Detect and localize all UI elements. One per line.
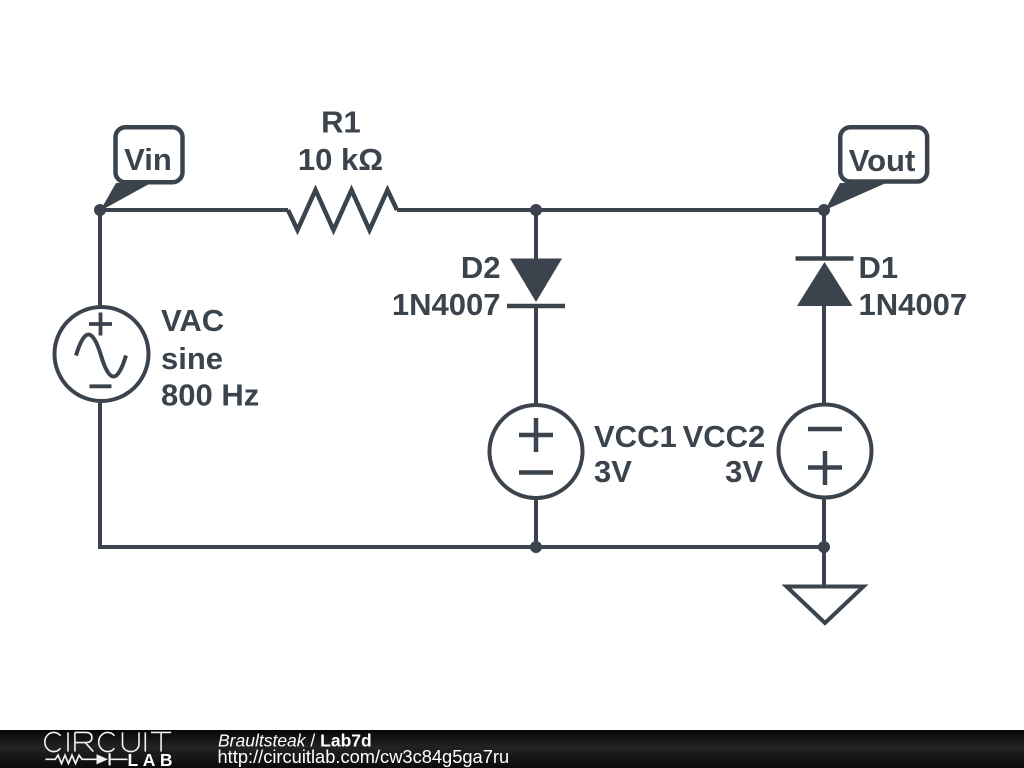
svg-text:LAB: LAB [128,750,177,768]
svg-text:Vin: Vin [124,142,172,177]
svg-text:D2: D2 [461,250,501,285]
svg-text:3V: 3V [725,454,763,489]
svg-text:sine: sine [161,341,223,376]
svg-text:1N4007: 1N4007 [859,287,968,322]
svg-text:R1: R1 [321,105,361,140]
svg-text:http://circuitlab.com/cw3c84g5: http://circuitlab.com/cw3c84g5ga7ru [218,746,510,767]
svg-text:VCC2: VCC2 [683,419,766,454]
svg-text:D1: D1 [859,250,899,285]
svg-text:VCC1: VCC1 [594,419,677,454]
svg-text:1N4007: 1N4007 [392,287,501,322]
svg-text:800 Hz: 800 Hz [161,378,259,413]
svg-text:10 kΩ: 10 kΩ [298,142,383,177]
svg-text:3V: 3V [594,454,632,489]
svg-text:Braultsteak / Lab7d: Braultsteak / Lab7d [218,731,372,751]
svg-text:VAC: VAC [161,303,224,338]
svg-text:Vout: Vout [849,143,916,178]
